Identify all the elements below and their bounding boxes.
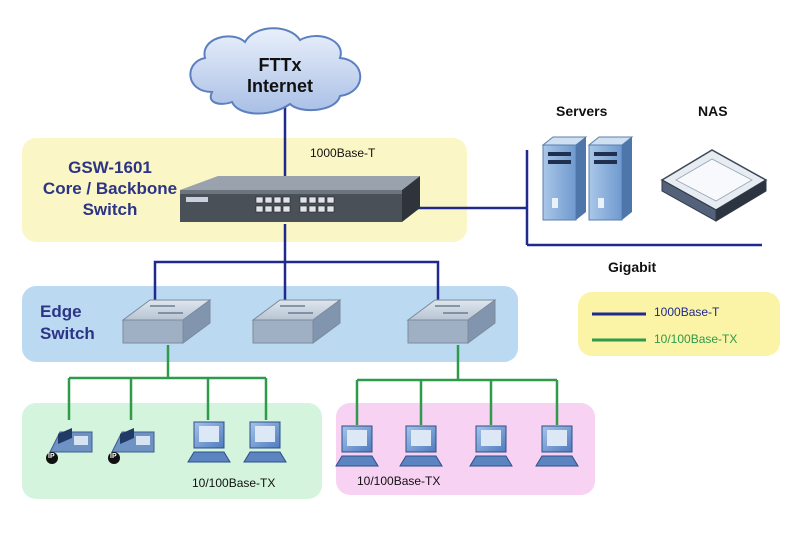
core-switch <box>180 176 420 222</box>
servers-label: Servers <box>556 103 608 119</box>
ip-phone-1 <box>46 428 93 464</box>
edge-switch-label: Edge Switch <box>40 301 95 345</box>
cloud-line-1: FTTx <box>258 55 302 75</box>
left-group-label: 10/100Base-TX <box>192 476 276 490</box>
server-tower-2 <box>587 136 634 221</box>
core-link-label: 1000Base-T <box>310 146 376 160</box>
edge-line-1: Edge <box>40 302 82 321</box>
right-group-label: 10/100Base-TX <box>357 474 441 488</box>
internet-cloud <box>189 27 362 115</box>
fast-ethernet-links <box>67 345 559 425</box>
pc-3 <box>335 425 379 467</box>
edge-switch-2 <box>251 299 342 344</box>
legend-label-gigabit: 1000Base-T <box>654 305 720 319</box>
core-role-2: Switch <box>82 200 138 219</box>
gigabit-links <box>153 93 762 302</box>
legend-box <box>578 292 780 356</box>
gigabit-label: Gigabit <box>608 259 657 275</box>
core-role-1: Core / Backbone <box>42 179 178 198</box>
cloud-label: FTTx Internet <box>205 55 355 97</box>
edge-line-2: Switch <box>40 324 95 343</box>
edge-switch-1 <box>121 299 212 344</box>
pc-6 <box>535 425 579 467</box>
legend-label-fast: 10/100Base-TX <box>654 332 738 346</box>
phone-badge-1: IP <box>48 453 55 460</box>
pc-1 <box>187 421 231 463</box>
core-model: GSW-1601 <box>68 158 152 177</box>
pc-5 <box>469 425 513 467</box>
pc-2 <box>243 421 287 463</box>
right-access-zone <box>336 403 595 495</box>
ip-phone-2 <box>108 428 155 464</box>
edge-switch-3 <box>406 299 497 344</box>
pc-4 <box>399 425 443 467</box>
phone-badge-2: IP <box>110 453 117 460</box>
nas-device <box>660 149 768 222</box>
left-access-zone <box>22 403 322 499</box>
cloud-line-2: Internet <box>246 76 313 96</box>
server-tower-1 <box>541 136 588 221</box>
nas-label: NAS <box>698 103 728 119</box>
core-switch-label: GSW-1601 Core / Backbone Switch <box>30 157 190 220</box>
